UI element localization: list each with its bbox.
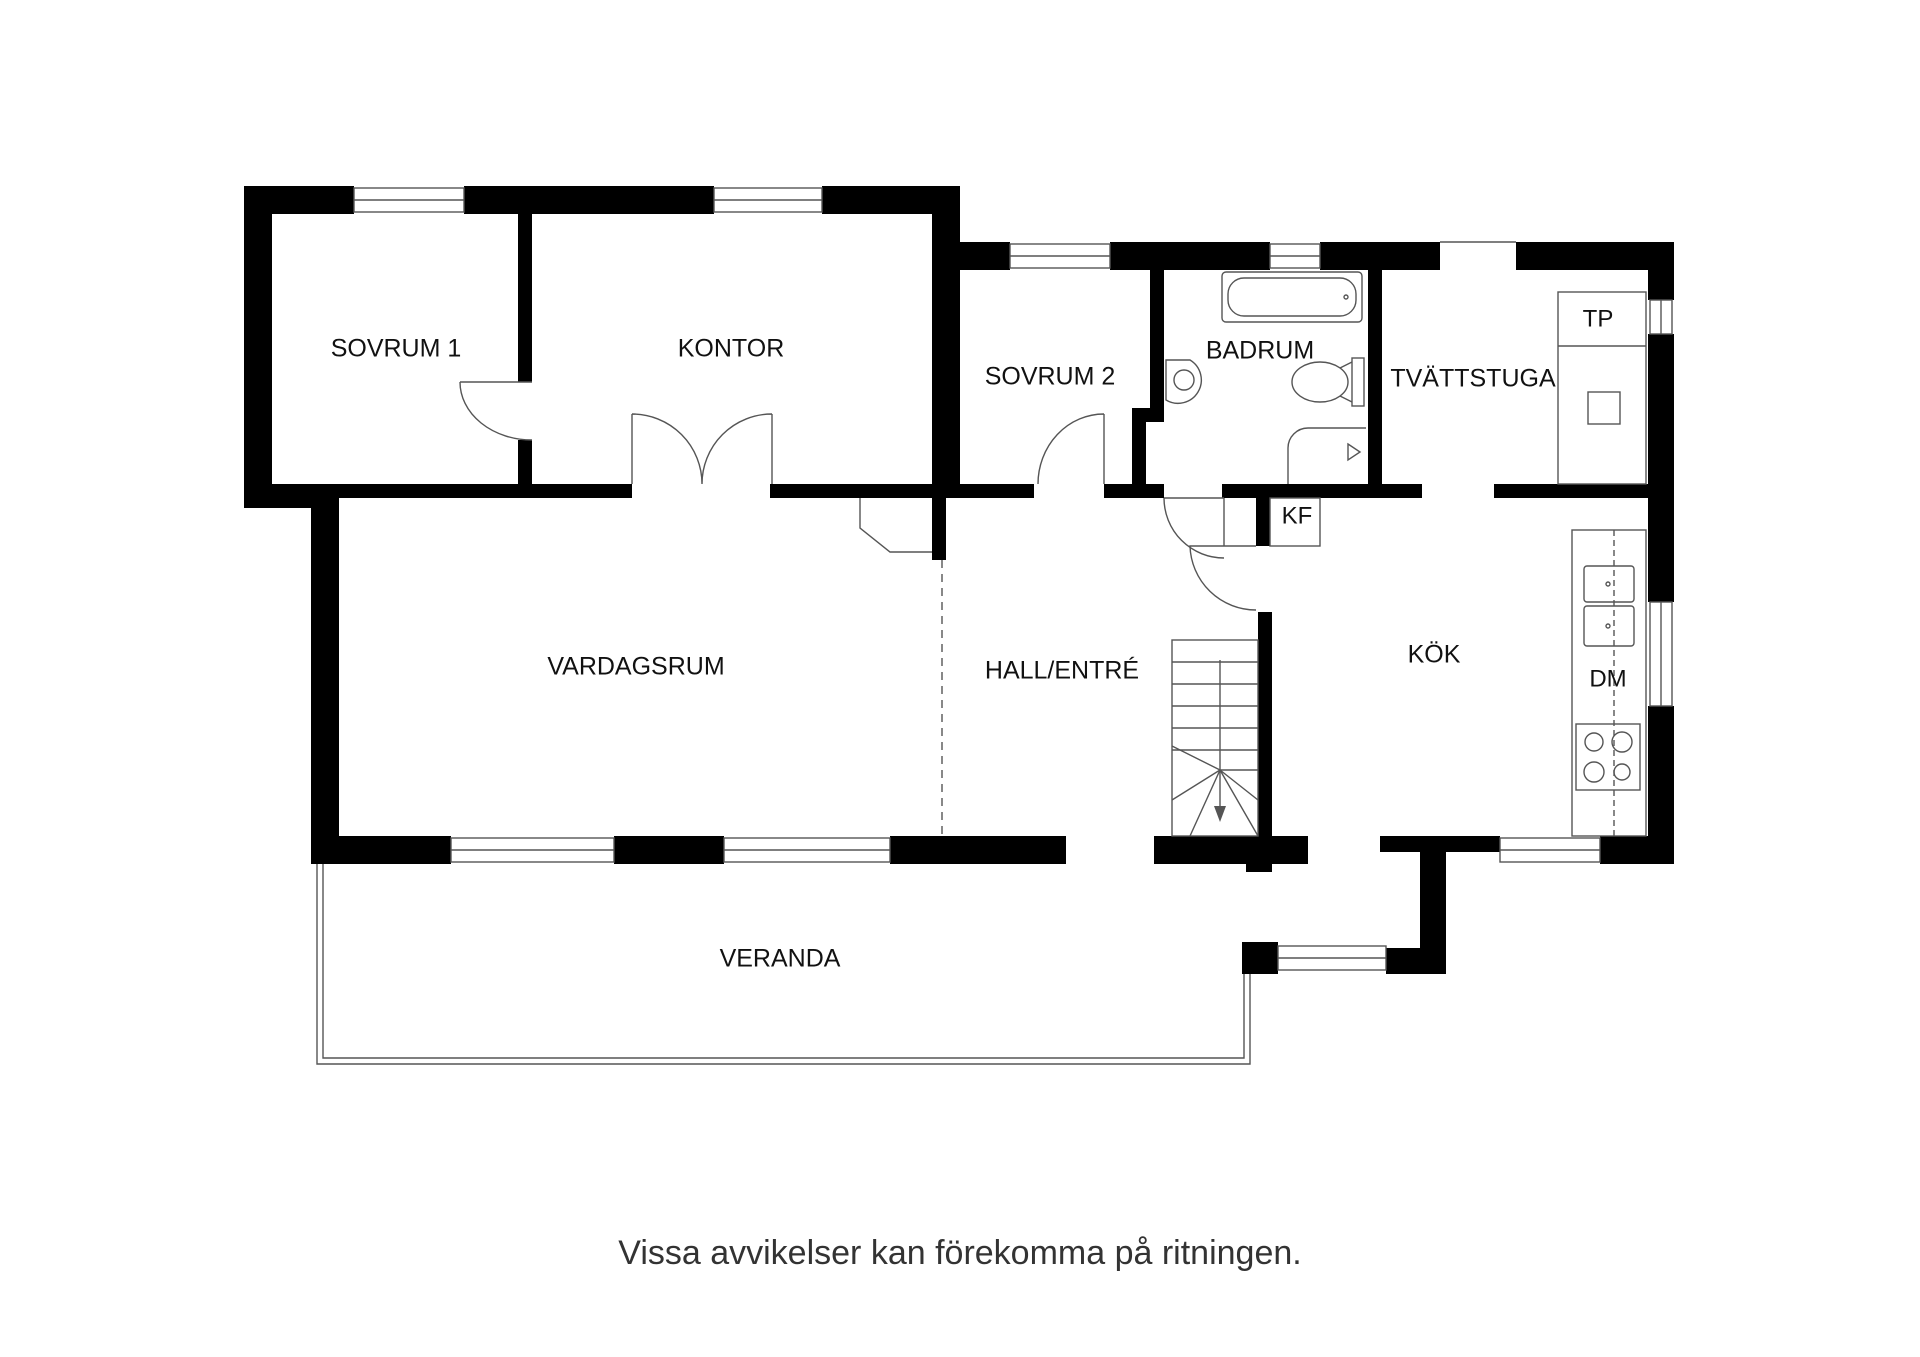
wall-right-mid — [1648, 334, 1674, 602]
wall-entry-bottom — [1386, 948, 1446, 974]
toilet-bowl — [1291, 361, 1349, 403]
doors — [459, 381, 1257, 836]
wall-mid-d — [1222, 484, 1422, 498]
room-label-kok: KÖK — [1408, 641, 1461, 669]
room-label-tvattstuga: TVÄTTSTUGA — [1390, 365, 1556, 393]
wall-bottom-f — [1380, 836, 1500, 852]
fixture-label-kf: KF — [1282, 502, 1313, 529]
disclaimer-text: Vissa avvikelser kan förekomma på ritnin… — [618, 1234, 1302, 1272]
wall-sovrum1-kontor-lower — [518, 440, 532, 498]
wall-bottom-b — [614, 836, 724, 864]
room-label-sovrum1: SOVRUM 1 — [331, 335, 462, 363]
wall-bottom-c — [890, 836, 1066, 864]
room-label-kontor: KONTOR — [678, 335, 785, 363]
walls — [244, 186, 1674, 974]
door-swing-kontor — [631, 413, 773, 485]
wall-badrum-step-down — [1132, 408, 1146, 498]
kitchen-sink — [1583, 565, 1635, 603]
wall-left-upper — [244, 186, 272, 508]
wall-bottom-a — [311, 836, 451, 864]
room-label-vardagsrum: VARDAGSRUM — [547, 653, 724, 681]
windows — [353, 187, 1673, 971]
wall-sovrum1-kontor — [518, 214, 532, 382]
fixture-label-dm: DM — [1589, 665, 1626, 692]
shower — [1287, 427, 1366, 484]
wall-top-right-block-a — [932, 242, 1010, 270]
laundry-counter — [1557, 291, 1647, 485]
wall-stair-right — [1258, 612, 1272, 852]
wall-mid-a — [272, 484, 632, 498]
wall-bottom-d — [1154, 836, 1308, 864]
toilet-tank — [1351, 357, 1365, 407]
bathtub — [1221, 271, 1363, 323]
kf-closet — [1269, 497, 1321, 547]
wall-sovrum2-badrum — [1150, 270, 1164, 408]
wall-right-upper — [1648, 242, 1674, 300]
door-swing-hall — [1189, 545, 1257, 611]
wall-badrum-tvatt — [1368, 270, 1382, 498]
kitchen-counter — [1571, 529, 1647, 837]
wall-mid-b — [770, 484, 1034, 498]
wall-top-mid — [464, 186, 714, 214]
fireplace-corner — [859, 498, 932, 553]
washer — [1587, 391, 1621, 425]
wall-kontor-right — [932, 186, 960, 494]
wall-top-right-block-b — [1110, 242, 1270, 270]
wall-top-right-block-d — [1516, 242, 1674, 270]
stove — [1575, 723, 1641, 791]
room-label-hall: HALL/ENTRÉ — [985, 656, 1139, 685]
wall-entry-left — [1242, 942, 1278, 974]
wall-bottom-g — [1600, 836, 1674, 864]
kitchen-fixtures — [1269, 291, 1647, 837]
door-swing-sovrum1 — [459, 381, 533, 441]
wall-hall-vardagsrum — [932, 494, 946, 560]
door-swing-sovrum2 — [1037, 413, 1105, 485]
bathroom-fixtures — [1165, 271, 1366, 484]
veranda-outline — [316, 864, 1251, 1065]
room-label-badrum: BADRUM — [1206, 337, 1314, 365]
wall-left-lower — [311, 484, 339, 864]
fixture-label-tp: TP — [1583, 305, 1614, 332]
wall-mid-c — [1104, 484, 1164, 498]
stairs — [1171, 639, 1259, 837]
wall-top-right-block-c — [1320, 242, 1440, 270]
door-swing-badrum — [1163, 497, 1225, 559]
sink — [1165, 359, 1203, 405]
room-labels: SOVRUM 1 KONTOR SOVRUM 2 BADRUM TVÄTTSTU… — [331, 305, 1627, 972]
wall-mid-e — [1494, 484, 1674, 498]
wall-bottom-e — [1246, 836, 1272, 872]
room-label-sovrum2: SOVRUM 2 — [985, 363, 1116, 391]
wall-kf-closet — [1256, 498, 1270, 546]
room-label-veranda: VERANDA — [720, 945, 841, 973]
